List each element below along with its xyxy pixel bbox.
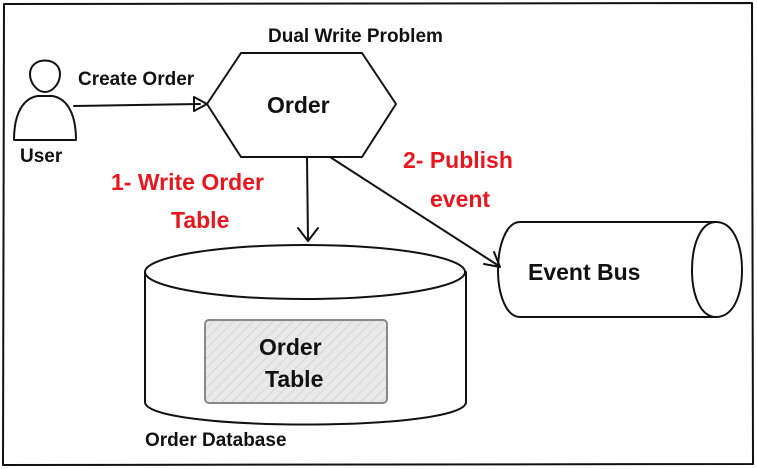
order-table-box bbox=[204, 319, 388, 404]
order-table-line1: Order bbox=[259, 334, 322, 360]
step-publish-line1: 2- Publish bbox=[403, 147, 513, 173]
step-publish-line2: event bbox=[430, 186, 490, 212]
create-order-arrow bbox=[73, 96, 208, 112]
event-bus-cylinder bbox=[497, 221, 743, 318]
order-table-line2: Table bbox=[265, 366, 323, 392]
order-service-label: Order bbox=[267, 92, 330, 118]
write-order-arrow bbox=[297, 157, 319, 242]
publish-event-arrow bbox=[329, 156, 501, 268]
step-write-line2: Table bbox=[171, 207, 229, 233]
order-service-hexagon bbox=[206, 52, 397, 158]
create-order-label: Create Order bbox=[78, 69, 195, 90]
order-database-label: Order Database bbox=[145, 430, 287, 451]
user-icon bbox=[13, 59, 77, 141]
step-write-line1: 1- Write Order bbox=[111, 169, 264, 195]
event-bus-label: Event Bus bbox=[528, 259, 640, 285]
user-label: User bbox=[20, 146, 63, 167]
order-database-cylinder bbox=[144, 244, 467, 426]
diagram-title: Dual Write Problem bbox=[268, 26, 443, 47]
